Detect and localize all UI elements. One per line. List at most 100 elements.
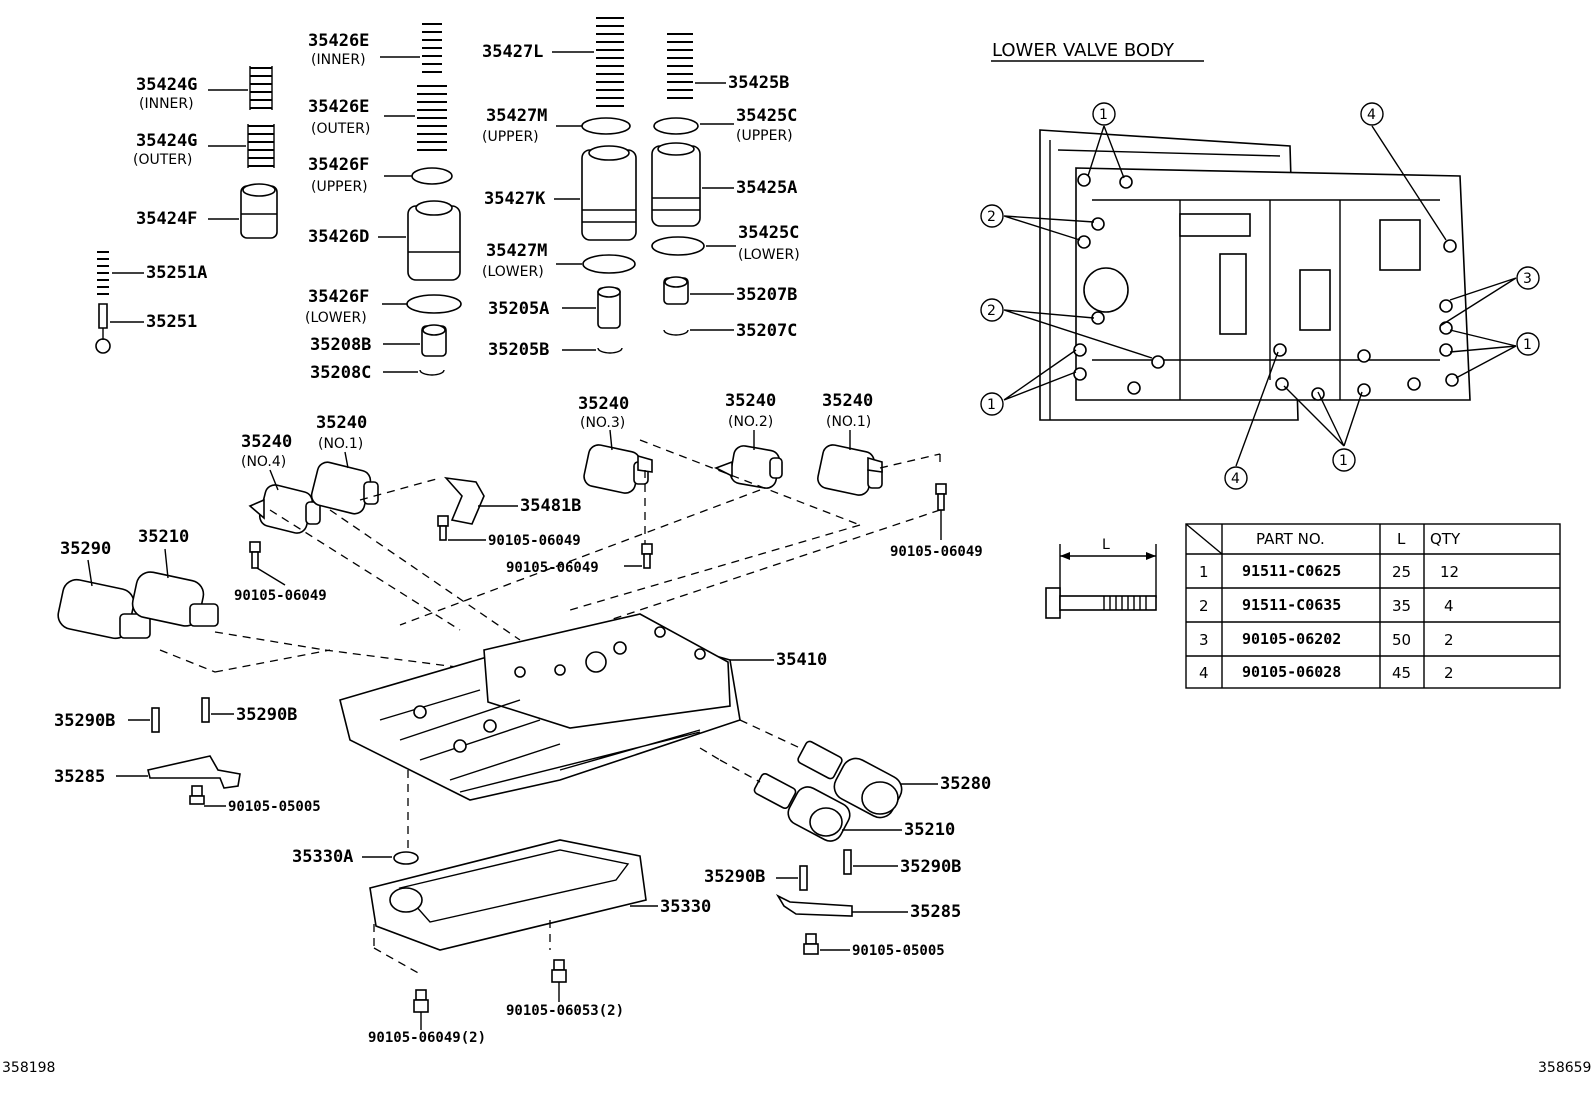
label-35290b-b: 35290B [236,705,297,725]
label-35410: 35410 [776,650,827,670]
label-35240-no2: 35240 [725,391,776,411]
table-row: 3 90105-06202 50 2 [1199,630,1454,649]
plug-35205a [597,286,621,329]
oring-35426f-upper [411,167,453,185]
label-35205a: 35205A [488,299,549,319]
label-35426f-upper-sub: (UPPER) [311,179,368,195]
label-35240-no4-sub: (NO.4) [241,454,286,470]
label-35427l: 35427L [482,42,543,62]
svg-text:91511-C0635: 91511-C0635 [1242,596,1341,614]
plate-35285-right [775,894,853,917]
oring-35330a [393,851,419,865]
table-row: 2 91511-C0635 35 4 [1199,596,1454,615]
strainer-35330 [369,839,647,951]
label-35424g-outer-sub: (OUTER) [133,152,192,168]
label-35426f-lower: 35426F [308,287,369,307]
label-35425c-upper-sub: (UPPER) [736,128,793,144]
table-header-part-no: PART NO. [1256,530,1325,548]
solenoid-35240-no1b [817,444,883,496]
bolt-table [1185,523,1561,689]
label-35426d: 35426D [308,227,369,247]
oring-35425c-upper [653,117,699,135]
svg-text:25: 25 [1392,563,1411,581]
label-bolt-2: 90105-06049 [506,560,599,576]
table-header-qty: QTY [1430,530,1461,548]
label-35330: 35330 [660,897,711,917]
pin-35290b-c [799,865,808,891]
bolt-g [551,959,567,983]
pin-35290b-a [151,707,160,733]
label-35205b: 35205B [488,340,549,360]
callout-2-upper: 2 [980,204,1004,228]
callout-1-top: 1 [1092,102,1116,126]
callout-1-left: 1 [980,392,1004,416]
bolt-c [935,483,947,511]
bolt-h [413,989,429,1013]
solenoid-35240-no2 [714,445,783,489]
svg-text:2: 2 [1444,664,1454,682]
label-35425a: 35425A [736,178,797,198]
svg-text:2: 2 [1444,631,1454,649]
label-35207b: 35207B [736,285,797,305]
label-35285-left: 35285 [54,767,105,787]
dimension-label: L [1102,537,1110,553]
table-row: 1 91511-C0625 25 12 [1199,562,1459,581]
spring-35426e-inner [422,23,442,73]
plate-35285-left [147,755,241,789]
label-35425c-upper: 35425C [736,106,797,126]
callout-2-lower: 2 [980,298,1004,322]
clip-35205b [597,347,623,354]
label-35290b-d: 35290B [900,857,961,877]
label-35426e-outer: 35426E [308,97,369,117]
label-35240-no3: 35240 [578,394,629,414]
svg-text:91511-C0625: 91511-C0625 [1242,562,1341,580]
label-35424g-inner-sub: (INNER) [139,96,194,112]
plug-35207b [663,276,689,305]
label-35481b: 35481B [520,496,581,516]
bolt-dimension-illustration [1045,544,1157,619]
label-35425b: 35425B [728,73,789,93]
oring-35427m-lower [582,254,636,274]
spring-35425b [667,33,693,99]
label-35330a: 35330A [292,847,353,867]
label-bolt-8: 90105-05005 [852,943,945,959]
callout-1-bottom: 1 [1332,448,1356,472]
callout-1-right: 1 [1516,332,1540,356]
spring-35427l [596,17,624,107]
solenoid-35210-left [131,571,219,627]
label-35427k: 35427K [484,189,546,209]
solenoid-35240-no4 [248,484,321,534]
label-35425c-lower-sub: (LOWER) [738,247,800,263]
valve-body-35410 [339,613,741,801]
label-35427m-upper: 35427M [486,106,547,126]
label-bolt-4: 90105-06049 [890,544,983,560]
bolt-a [437,515,449,541]
label-35427m-lower: 35427M [486,241,547,261]
svg-text:1: 1 [1099,107,1108,123]
svg-text:3: 3 [1199,631,1209,649]
label-35251a: 35251A [146,263,207,283]
label-35240-no1a: 35240 [316,413,367,433]
label-35210-left: 35210 [138,527,189,547]
callout-3-right: 3 [1516,266,1540,290]
table-row: 4 90105-06028 45 2 [1199,663,1454,682]
label-35240-no3-sub: (NO.3) [580,415,625,431]
retainer-35424f [240,183,278,239]
spring-35424g-inner [249,66,273,110]
label-35240-no2-sub: (NO.2) [728,414,773,430]
diagram-code-left: 358198 [2,1060,55,1076]
bolt-b [641,543,653,569]
callout-4-bottom: 4 [1224,466,1248,490]
svg-text:4: 4 [1231,471,1240,487]
label-35290b-a: 35290B [54,711,115,731]
label-35207c: 35207C [736,321,797,341]
bracket-35481b [443,476,485,525]
valve-35251 [95,303,111,354]
spring-35251a [97,251,109,295]
bolt-e [189,785,205,805]
label-35290b-c: 35290B [704,867,765,887]
svg-text:4: 4 [1367,107,1376,123]
solenoid-35210-right [753,772,851,842]
svg-text:90105-06202: 90105-06202 [1242,630,1341,648]
